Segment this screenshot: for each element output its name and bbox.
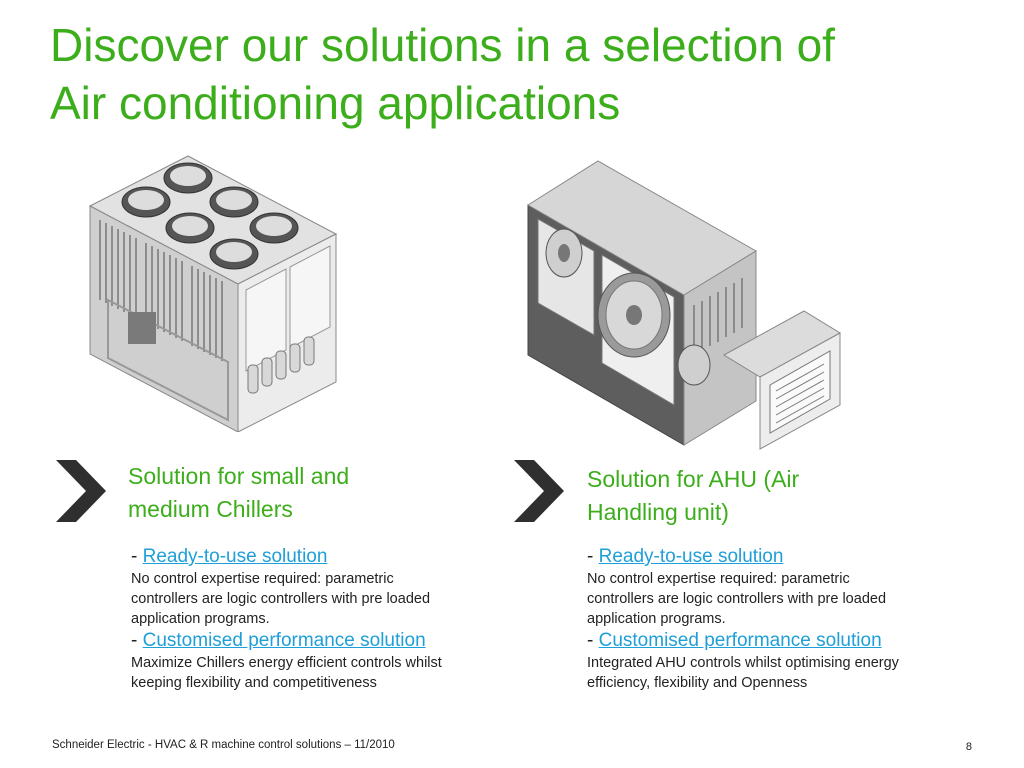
chillers-ready-to-use-link[interactable]: Ready-to-use solution: [142, 546, 328, 567]
ahu-customised-description: Integrated AHU controls whilst optimisin…: [587, 653, 967, 693]
chillers-ready-description: No control expertise required: parametri…: [131, 569, 511, 629]
chillers-solution-body: - Ready-to-use solution No control exper…: [131, 545, 511, 693]
chillers-heading-line-2: medium Chillers: [128, 496, 293, 522]
chillers-customised-description: Maximize Chillers energy efficient contr…: [131, 653, 511, 693]
chillers-customised-link[interactable]: Customised performance solution: [142, 630, 426, 651]
desc-line: efficiency, flexibility and Openness: [587, 675, 808, 691]
title-line-1: Discover our solutions in a selection of: [50, 19, 835, 71]
desc-line: No control expertise required: parametri…: [587, 571, 850, 587]
ahu-ready-description: No control expertise required: parametri…: [587, 569, 967, 629]
desc-line: keeping flexibility and competitiveness: [131, 675, 377, 691]
desc-line: Integrated AHU controls whilst optimisin…: [587, 655, 899, 671]
footer-text: Schneider Electric - HVAC & R machine co…: [52, 739, 395, 751]
desc-line: No control expertise required: parametri…: [131, 571, 394, 587]
desc-line: controllers are logic controllers with p…: [587, 591, 887, 607]
chevron-right-icon: [56, 460, 106, 522]
ahu-heading-line-2: Handling unit): [587, 499, 729, 525]
chillers-heading-line-1: Solution for small and: [128, 463, 350, 489]
desc-line: application programs.: [131, 611, 270, 627]
bullet-dash: -: [131, 546, 138, 567]
chillers-bullet-ready: - Ready-to-use solution: [131, 545, 511, 569]
bullet-dash: -: [587, 630, 594, 651]
ahu-solution-body: - Ready-to-use solution No control exper…: [587, 545, 967, 693]
desc-line: Maximize Chillers energy efficient contr…: [131, 655, 442, 671]
ahu-ready-to-use-link[interactable]: Ready-to-use solution: [598, 546, 784, 567]
page-title: Discover our solutions in a selection of…: [50, 16, 990, 132]
chiller-unit-illustration: [88, 155, 338, 432]
ahu-heading-line-1: Solution for AHU (Air: [587, 466, 800, 492]
ahu-bullet-customised: - Customised performance solution: [587, 629, 967, 653]
desc-line: application programs.: [587, 611, 726, 627]
page-number: 8: [965, 741, 972, 753]
title-line-2: Air conditioning applications: [50, 77, 621, 129]
ahu-customised-link[interactable]: Customised performance solution: [598, 630, 882, 651]
chillers-solution-heading: Solution for small and medium Chillers: [128, 460, 349, 526]
ahu-solution-heading: Solution for AHU (Air Handling unit): [587, 463, 799, 529]
bullet-dash: -: [587, 546, 594, 567]
chillers-bullet-customised: - Customised performance solution: [131, 629, 511, 653]
desc-line: controllers are logic controllers with p…: [131, 591, 431, 607]
bullet-dash: -: [131, 630, 138, 651]
ahu-bullet-ready: - Ready-to-use solution: [587, 545, 967, 569]
air-handling-unit-illustration: [527, 160, 841, 450]
chevron-right-icon: [514, 460, 564, 522]
